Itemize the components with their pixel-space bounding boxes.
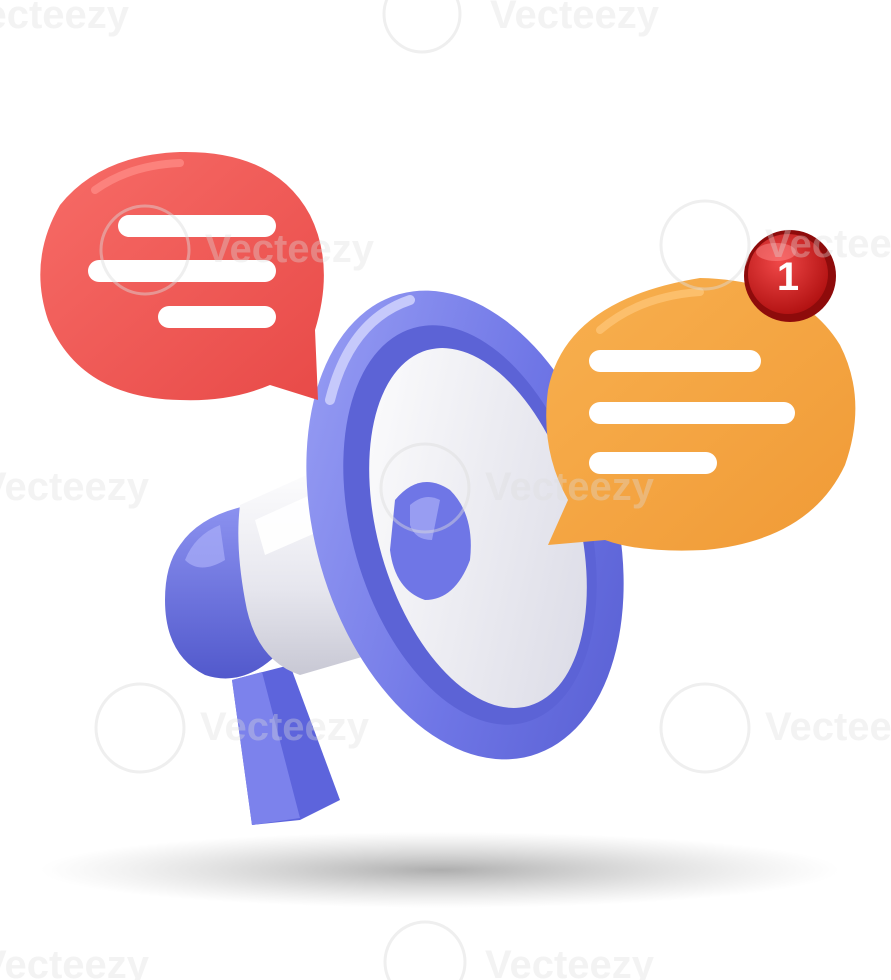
megaphone-horn — [306, 290, 624, 760]
megaphone-handle — [232, 665, 340, 825]
watermark-text: Vecteezy — [205, 227, 375, 271]
watermark-text: Vecteezy — [0, 465, 150, 509]
right-bubble-line-2 — [589, 402, 795, 424]
notification-badge: 1 — [744, 230, 836, 322]
left-bubble-line-3 — [158, 306, 276, 328]
watermark-text: Vecteezy — [485, 943, 655, 980]
watermark-logo-icon — [99, 204, 191, 296]
watermark-logo-icon — [659, 682, 751, 774]
watermark-text: Vecteezy — [200, 705, 370, 749]
watermark-text: Vecteezy — [490, 0, 660, 37]
badge-count: 1 — [777, 255, 799, 299]
ground-shadow — [40, 832, 840, 908]
watermark-logo-icon — [94, 682, 186, 774]
right-chat-bubble — [546, 278, 856, 551]
watermark-text: Vecteezy — [0, 0, 130, 37]
watermark-logo-icon — [382, 0, 462, 54]
watermark-text: Vecteezy — [765, 705, 891, 749]
watermark-logo-icon — [383, 920, 467, 980]
watermark-text: Vecteezy — [485, 465, 655, 509]
watermark-logo-icon — [379, 442, 471, 534]
right-bubble-line-1 — [589, 350, 761, 372]
watermark-logo-icon — [659, 199, 751, 291]
right-bubble-line-3 — [589, 452, 717, 474]
left-chat-bubble — [40, 151, 324, 401]
watermark-text: Vecteezy — [765, 222, 891, 266]
left-bubble-line-1 — [118, 215, 276, 237]
left-bubble-line-2 — [88, 260, 276, 282]
watermark-text: Vecteezy — [0, 943, 150, 980]
